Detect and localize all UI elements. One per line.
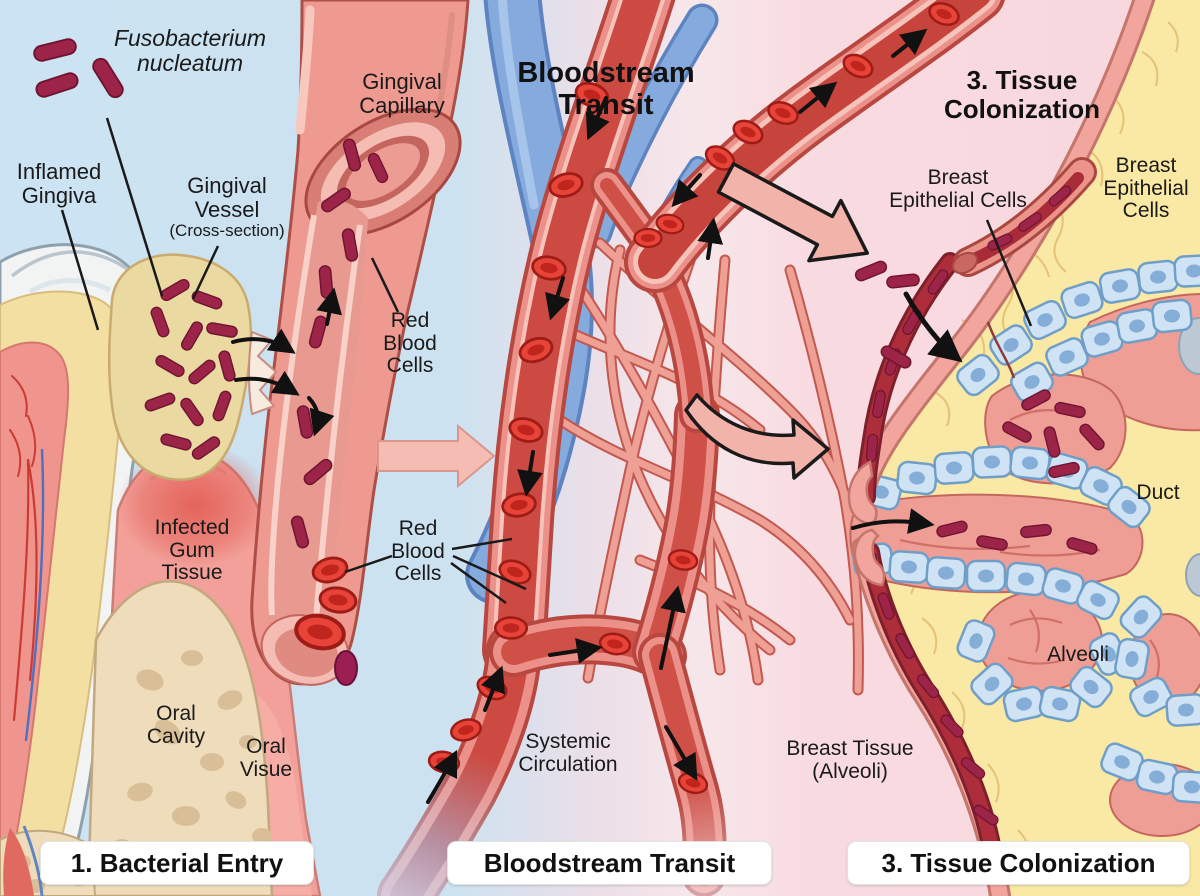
periodontal-vessel [3, 828, 34, 896]
oral-cavity-bone [0, 580, 274, 896]
stage-label-bloodstream-transit: Bloodstream Transit [447, 841, 772, 885]
transition-arrow-left [377, 423, 496, 489]
heading-bloodstream-transit: Bloodstream Transit [517, 57, 695, 122]
gingival-capillary-vessel [248, 0, 470, 686]
breast-tissue-illustration [847, 0, 1200, 896]
bacterial-entry-arrows [231, 328, 300, 396]
heading-tissue-colonization: 3. Tissue Colonization [944, 65, 1100, 125]
transition-arrow-to-breast [716, 162, 870, 263]
leader-lines [60, 117, 1033, 605]
stage-label-bacterial-entry: 1. Bacterial Entry [40, 841, 314, 885]
bacterium-disc [334, 650, 358, 686]
transition-arrow-curved [684, 393, 830, 480]
colonization-arrows [851, 291, 963, 534]
flow-arrows [426, 28, 928, 804]
stage-label-tissue-colonization: 3. Tissue Colonization [847, 841, 1190, 885]
pulp-vessels [9, 375, 45, 742]
tissue-fiber [986, 321, 1016, 379]
